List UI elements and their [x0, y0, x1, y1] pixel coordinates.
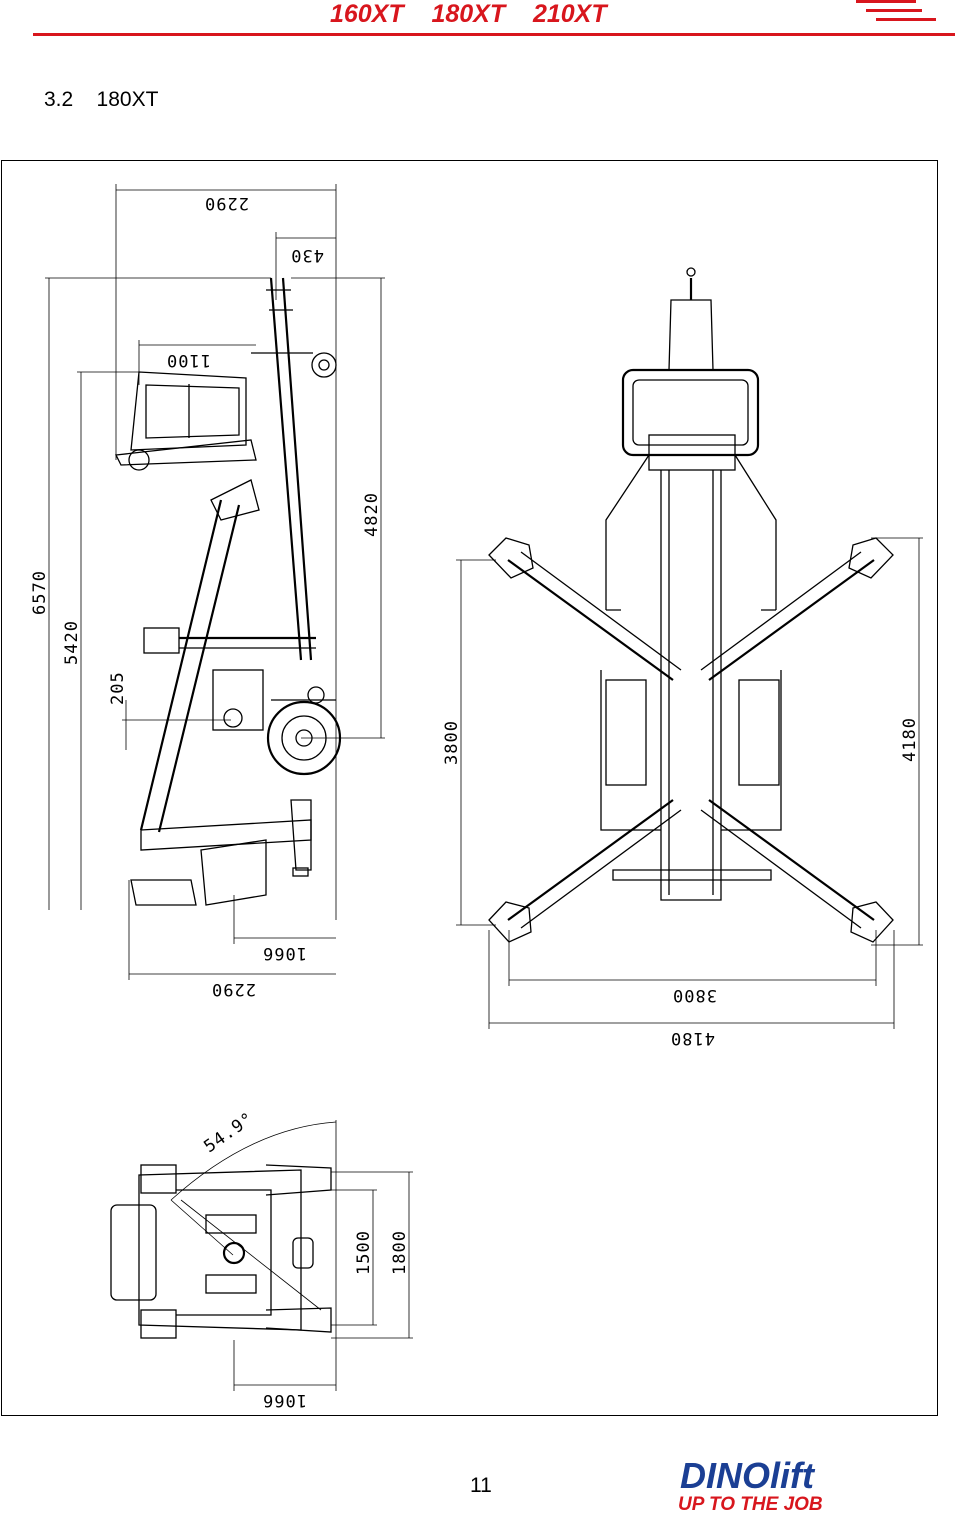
dim-ground-clearance: 205 — [108, 671, 128, 705]
dim-length-basket: 5420 — [62, 620, 82, 665]
dim-height-stowed: 4820 — [362, 492, 382, 537]
section-number: 3.2 — [44, 88, 74, 111]
dim-inner-width: 1066 — [262, 1390, 307, 1410]
header-logo-mark-icon — [856, 0, 936, 21]
header-rule — [33, 33, 955, 36]
header-model-2: 180XT — [431, 0, 506, 28]
dim-outrigger-width: 3800 — [672, 985, 717, 1005]
dim-bottom-width: 2290 — [211, 979, 256, 999]
brand-tagline: UP TO THE JOB — [678, 1494, 823, 1514]
dim-total-length: 6570 — [30, 570, 50, 615]
top-view: 3800 4180 3800 4180 — [442, 267, 923, 1048]
dim-bottom-inner: 1066 — [262, 943, 307, 963]
technical-drawing: 2290 430 1100 6570 5420 205 4820 1066 22… — [30, 184, 923, 1410]
section-heading: 3.2 180XT — [44, 88, 158, 112]
dim-track-width: 1500 — [354, 1230, 374, 1275]
drawing-frame — [1, 160, 938, 1416]
dim-top-width: 2290 — [204, 193, 249, 213]
outrigger-rear-right — [700, 799, 894, 943]
dim-top-offset: 430 — [290, 245, 324, 265]
dim-outrigger-span-width: 4180 — [670, 1028, 715, 1048]
side-view: 2290 430 1100 6570 5420 205 4820 1066 22… — [30, 184, 385, 999]
header-model-1: 160XT — [330, 0, 404, 28]
outrigger-front-left — [488, 537, 682, 681]
dinolift-logo: DINOlift UP TO THE JOB — [678, 1455, 823, 1514]
dim-basket-width: 1100 — [166, 350, 211, 370]
brand-name: DINOlift — [680, 1455, 816, 1496]
outrigger-front-right — [700, 537, 894, 681]
rear-view: 54.9° 1500 1800 1066 — [110, 1108, 413, 1410]
section-title: 180XT — [96, 88, 159, 111]
page-number: 11 — [470, 1474, 492, 1497]
outrigger-rear-left — [488, 799, 682, 943]
dim-outrigger-span-length: 4180 — [900, 717, 920, 762]
dim-overall-width: 1800 — [390, 1230, 410, 1275]
dim-outrigger-length: 3800 — [442, 720, 462, 765]
dim-angle: 54.9° — [200, 1108, 257, 1157]
header-model-list: 160XT 180XT 210XT — [330, 0, 607, 29]
header-model-3: 210XT — [532, 0, 607, 28]
